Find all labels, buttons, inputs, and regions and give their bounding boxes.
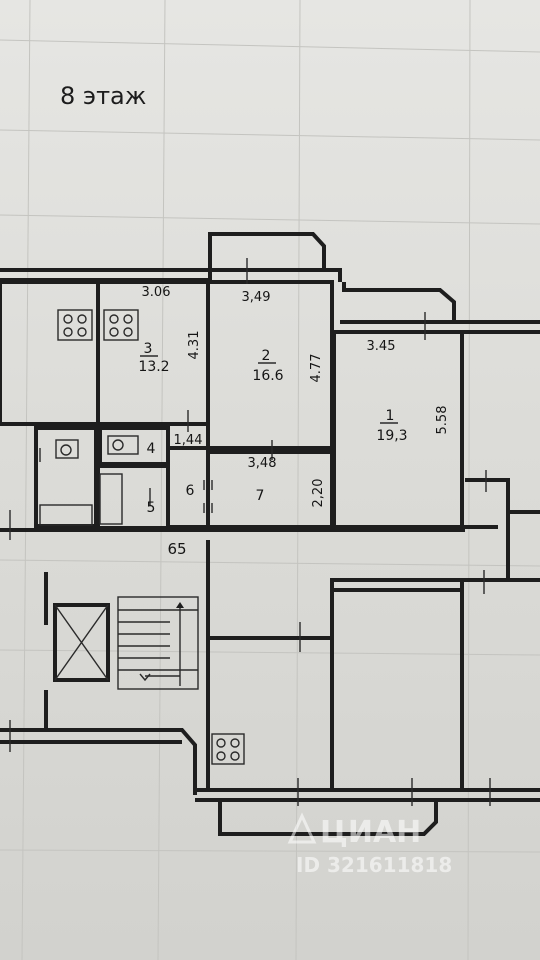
room-5-number: 5 xyxy=(147,500,156,516)
room-1-number: 1 xyxy=(386,408,395,424)
cian-logo-icon xyxy=(287,812,317,844)
room-6-number: 6 xyxy=(186,483,195,499)
dim-room2-width: 3,49 xyxy=(242,290,271,305)
dim-room2-depth: 4.77 xyxy=(309,354,324,383)
room-labels: 3 13.2 2 16.6 1 19,3 4 5 6 7 xyxy=(138,341,407,516)
room-3-area: 13.2 xyxy=(138,359,169,375)
dim-room3-depth: 4.31 xyxy=(187,331,202,360)
dim-room4-width: 1,44 xyxy=(174,433,203,448)
room-4-number: 4 xyxy=(147,441,156,457)
watermark: ЦИАН ID 321611818 xyxy=(287,812,452,877)
dimension-labels: 3.06 4.31 3,49 4.77 3.45 5.58 1,44 3,48 … xyxy=(142,285,450,558)
room-1-area: 19,3 xyxy=(376,428,407,444)
stove-icon xyxy=(57,309,245,765)
sink-icon xyxy=(55,435,139,459)
room-3-number: 3 xyxy=(144,341,153,357)
room-2-number: 2 xyxy=(262,348,271,364)
dim-room1-depth: 5.58 xyxy=(435,406,450,435)
dim-room3-width: 3.06 xyxy=(142,285,171,300)
dim-room7-width: 3,48 xyxy=(248,456,277,471)
watermark-id: ID 321611818 xyxy=(296,853,452,877)
room-2-area: 16.6 xyxy=(252,368,283,384)
dim-room7-depth: 2,20 xyxy=(311,479,326,508)
watermark-brand: ЦИАН xyxy=(320,815,421,850)
dim-corridor-mark: 65 xyxy=(167,540,186,558)
walls xyxy=(0,232,540,836)
room-7-number: 7 xyxy=(256,488,265,504)
opening-marks xyxy=(9,258,491,806)
floor-title: 8 этаж xyxy=(60,82,146,110)
dim-room1-width: 3.45 xyxy=(367,339,396,354)
